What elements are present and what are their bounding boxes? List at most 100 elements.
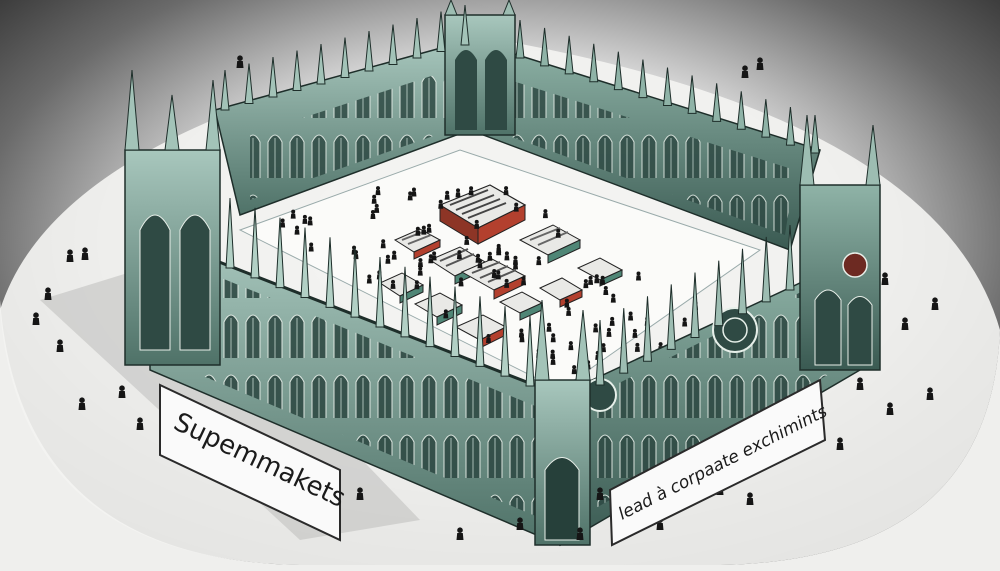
spire (340, 37, 350, 78)
person (468, 186, 474, 196)
person (610, 293, 616, 303)
spire (564, 35, 574, 75)
person (302, 214, 308, 224)
right-front-wall (559, 253, 861, 547)
person (632, 328, 638, 338)
person (568, 341, 574, 351)
person (391, 250, 397, 260)
person (513, 202, 519, 212)
spire (736, 91, 746, 130)
person (491, 269, 497, 279)
person (486, 333, 492, 343)
person (415, 226, 421, 236)
person (294, 225, 300, 235)
person (856, 377, 864, 390)
person (609, 316, 615, 326)
person (374, 203, 380, 213)
person (503, 186, 509, 196)
person (370, 210, 376, 220)
person (426, 223, 432, 233)
person (926, 387, 934, 400)
spire (225, 197, 235, 269)
spire (364, 30, 374, 72)
spire (475, 296, 485, 367)
spire (761, 99, 771, 138)
person (636, 271, 642, 281)
spire (325, 237, 335, 308)
person (464, 235, 470, 245)
spire (275, 217, 285, 289)
person (356, 487, 364, 500)
spire (613, 51, 623, 91)
spire (666, 284, 676, 350)
person (456, 250, 462, 260)
person (375, 186, 381, 196)
person (512, 255, 518, 265)
person (603, 286, 609, 296)
spire (436, 11, 446, 52)
person (931, 297, 939, 310)
person (901, 317, 909, 330)
person (504, 251, 510, 261)
spire (712, 83, 722, 122)
person (417, 266, 423, 276)
ground (0, 300, 1000, 571)
person (550, 333, 556, 343)
person (443, 309, 449, 319)
spire (785, 224, 795, 291)
person (475, 253, 481, 263)
spire (687, 75, 697, 114)
spire (638, 59, 648, 99)
person (542, 209, 548, 219)
spire (761, 236, 771, 303)
person (583, 279, 589, 289)
rose-window (712, 307, 758, 353)
spire (595, 319, 605, 386)
person (536, 256, 542, 266)
person (411, 187, 417, 197)
person (66, 249, 74, 262)
person (307, 216, 313, 226)
stall-far-right (576, 257, 624, 287)
front-spires (225, 197, 795, 387)
spire (250, 207, 260, 279)
person (474, 219, 480, 229)
spire (400, 266, 410, 338)
person (380, 239, 386, 249)
spire (460, 4, 470, 46)
person (308, 242, 314, 252)
person (628, 311, 634, 321)
person (741, 65, 749, 78)
person (746, 492, 754, 505)
person (519, 333, 525, 343)
person (371, 194, 377, 204)
person (81, 247, 89, 260)
spire (525, 315, 535, 387)
person (458, 277, 464, 287)
person (136, 417, 144, 430)
person (682, 317, 688, 327)
stall-right-green (518, 224, 582, 264)
person (606, 327, 612, 337)
person (56, 339, 64, 352)
person (588, 275, 594, 285)
person (521, 276, 527, 286)
person (600, 275, 606, 285)
person (417, 258, 423, 268)
person (456, 527, 464, 540)
spire (316, 43, 326, 85)
person (593, 323, 599, 333)
person (280, 218, 286, 228)
spire (515, 19, 525, 59)
person (756, 57, 764, 70)
spire (268, 56, 278, 98)
spire (540, 27, 550, 67)
back-tower (444, 0, 516, 136)
spire (292, 50, 302, 91)
person (634, 342, 640, 352)
person (487, 251, 493, 261)
person (428, 254, 434, 264)
person (594, 274, 600, 284)
person (886, 402, 894, 415)
